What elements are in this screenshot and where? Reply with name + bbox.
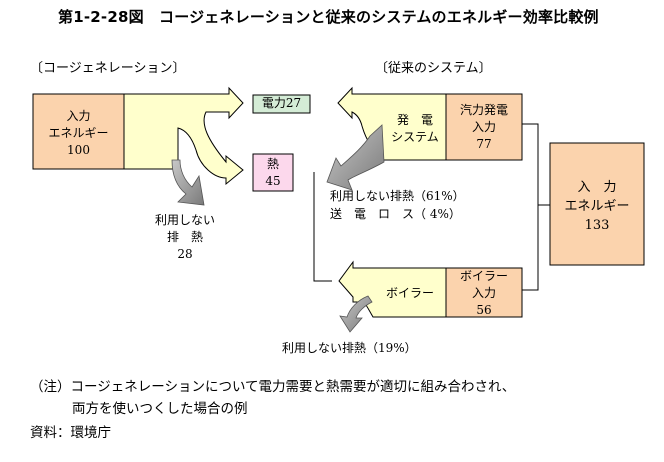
- cogen-waste-arrow: [171, 159, 205, 206]
- power-station-text: 発 電 システム: [384, 112, 446, 146]
- steam-input-box: [445, 93, 523, 161]
- source-note: 資料：環境庁: [30, 425, 111, 441]
- heat-output-box: [252, 153, 294, 192]
- cogeneration-heading: 〔コージェネレーション〕: [30, 61, 186, 76]
- cogen-waste-label1: 利用しない: [154, 213, 215, 227]
- cogen-input-label2: エネルギー: [48, 126, 109, 140]
- boiler-input-value: 56: [476, 303, 492, 317]
- total-input-text: 入 力 エネルギー 133: [550, 178, 644, 235]
- total-input-value: 133: [584, 218, 610, 233]
- transmission-loss-label: 送 電 ロ ス（ 4%）: [330, 207, 461, 221]
- power-waste-label: 利用しない排熱（61%）: [330, 189, 465, 203]
- steam-input-label2: 入力: [471, 120, 496, 134]
- cogen-input-value: 100: [67, 143, 90, 157]
- power-station-label1: 発 電: [396, 113, 433, 127]
- conventional-heading: 〔従来のシステム〕: [375, 61, 492, 76]
- heat-connector-line: [313, 172, 332, 282]
- boiler-input-text: ボイラー 入力 56: [446, 268, 522, 319]
- cogen-input-text: 入力 エネルギー 100: [33, 108, 124, 159]
- power-waste-arrow: [326, 124, 385, 191]
- boiler-input-box: [445, 267, 523, 318]
- total-input-box: [549, 142, 645, 266]
- power-station-label2: システム: [391, 130, 439, 144]
- boiler-input-label2: 入力: [471, 286, 496, 300]
- figure-title: 第1-2-28図 コージェネレーションと従来のシステムのエネルギー効率比較例: [58, 8, 599, 26]
- steam-input-text: 汽力発電 入力 77: [446, 102, 522, 153]
- heat-output-label: 熱: [266, 157, 279, 171]
- boiler-waste-label: 利用しない排熱（19%）: [282, 341, 417, 355]
- total-bracket-line: [522, 123, 539, 291]
- power-output-box: [252, 94, 311, 114]
- heat-output-text: 熱 45: [253, 156, 293, 190]
- cogen-input-box: [32, 93, 125, 170]
- boiler-waste-arrow: [339, 295, 373, 333]
- total-input-label2: エネルギー: [564, 199, 630, 214]
- cogen-waste-label2: 排 熱: [166, 230, 203, 244]
- cogen-waste-text: 利用しない 排 熱 28: [140, 212, 230, 263]
- cogen-input-label: 入力: [66, 109, 91, 123]
- boiler-input-label1: ボイラー: [459, 269, 508, 283]
- cogen-flow-shape: [123, 86, 244, 186]
- note-line-1: （注）コージェネレーションについて電力需要と熱需要が適切に組み合わされ、: [30, 379, 516, 395]
- boiler-label: ボイラー: [385, 286, 434, 300]
- steam-input-value: 77: [476, 137, 492, 151]
- total-input-label1: 入 力: [577, 180, 617, 195]
- note-line-2: 両方を使いつくした場合の例: [72, 401, 248, 417]
- power-output-label: 電力27: [261, 96, 302, 110]
- heat-output-value: 45: [265, 174, 281, 188]
- steam-input-label1: 汽力発電: [459, 103, 508, 117]
- cogen-waste-value: 28: [177, 247, 193, 261]
